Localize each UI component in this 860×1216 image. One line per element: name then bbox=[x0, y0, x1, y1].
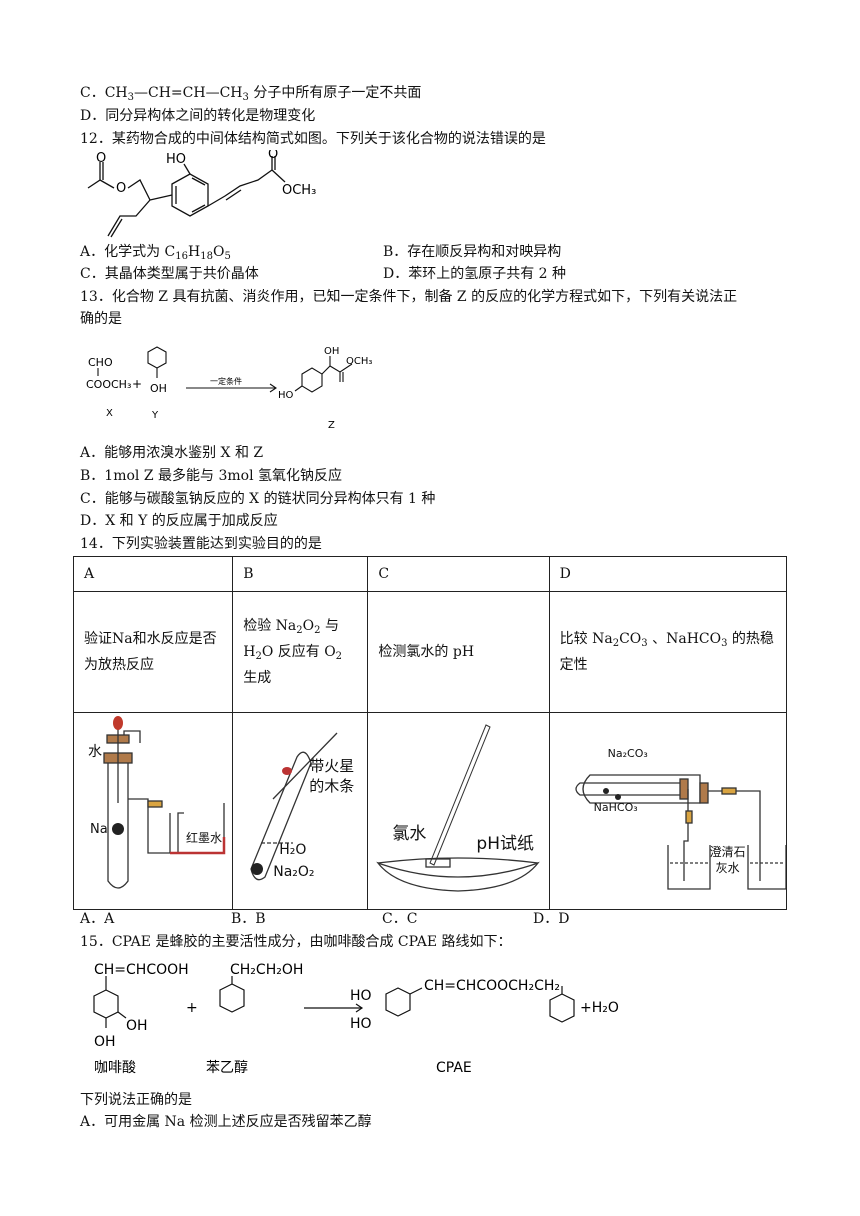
q13-arrow-label: 一定条件 bbox=[210, 376, 242, 386]
q14-apparatus-b bbox=[250, 732, 338, 881]
q14-a-water-label: 水 bbox=[88, 744, 102, 760]
q13-label-y: Y bbox=[151, 410, 159, 421]
q12-option-d: D．苯环上的氢原子共有 2 种 bbox=[383, 266, 567, 282]
q14-purpose-c: 检测氯水的 pH bbox=[367, 591, 550, 713]
q13-option-b: B．1mol Z 最多能与 3mol 氢氧化钠反应 bbox=[80, 468, 342, 484]
q15-plus: + bbox=[186, 1000, 198, 1016]
q14-b-h2o-label: H₂O bbox=[279, 842, 307, 858]
q13-y-oh: OH bbox=[150, 382, 167, 395]
q14-c-chlorine-water-label: 氯水 bbox=[392, 824, 427, 844]
q13-reaction: CHO COOCH₃ + OH 一定条件 OH OCH₃ HO X Y Z bbox=[86, 346, 372, 431]
q12-acetate-carbonyl-o: O bbox=[96, 151, 106, 166]
q14-b-splint-label-1: 带火星 bbox=[309, 757, 355, 775]
q13-stem-line1: 13．化合物 Z 具有抗菌、消炎作用，已知一定条件下，制备 Z 的反应的化学方程… bbox=[80, 289, 738, 305]
q14-figure-a: 水 Na 红墨水 bbox=[72, 712, 234, 910]
q14-header-a: A bbox=[72, 556, 234, 592]
q14-apparatus-d bbox=[575, 774, 786, 890]
q12-option-c: C．其晶体类型属于共价晶体 bbox=[80, 266, 259, 282]
q11-option-d: D．同分异构体之间的转化是物理变化 bbox=[80, 108, 316, 124]
q15-cpae-name: CPAE bbox=[436, 1060, 472, 1076]
q15-caffeic-oh1: OH bbox=[126, 1018, 148, 1034]
q14-figure-c: 氯水 pH试纸 bbox=[367, 712, 550, 910]
q14-d-limewater-label-2: 灰水 bbox=[715, 861, 740, 875]
q14-apparatus-a bbox=[103, 716, 226, 889]
q13-z-ho: HO bbox=[278, 390, 294, 401]
q14-purpose-d: 比较 Na2CO3 、NaHCO3 的热稳定性 bbox=[548, 591, 788, 713]
q14-header-c: C bbox=[367, 556, 550, 592]
q14-option-c: C．C bbox=[382, 911, 418, 927]
q15-phenylethanol-top: CH₂CH₂OH bbox=[230, 962, 303, 978]
q13-stem-line2: 确的是 bbox=[80, 311, 122, 327]
q15-water: +H₂O bbox=[580, 1000, 619, 1016]
q12-option-b: B．存在顺反异构和对映异构 bbox=[383, 244, 562, 260]
q14-d-nahco3-label: NaHCO₃ bbox=[593, 801, 638, 814]
q13-z-oh: OH bbox=[324, 346, 339, 357]
q14-apparatus-c bbox=[376, 724, 541, 892]
q14-purpose-a: 验证Na和水反应是否为放热反应 bbox=[72, 591, 234, 713]
q15-caffeic-name: 咖啡酸 bbox=[94, 1060, 136, 1076]
q13-option-a: A．能够用浓溴水鉴别 X 和 Z bbox=[80, 445, 264, 461]
q12-ester-carbonyl-o: O bbox=[268, 150, 278, 162]
q14-purpose-b: 检验 Na2O2 与 H2O 反应有 O2 生成 bbox=[232, 591, 369, 713]
q14-d-na2co3-label: Na₂CO₃ bbox=[607, 747, 648, 760]
q14-b-splint-label-2: 的木条 bbox=[309, 777, 355, 795]
q15-caffeic-oh2: OH bbox=[94, 1034, 116, 1050]
q11-option-c: C．CH3—CH=CH—CH3 分子中所有原子一定不共面 bbox=[80, 85, 422, 103]
q14-a-na-label: Na bbox=[90, 822, 108, 837]
q14-option-a: A．A bbox=[80, 911, 115, 927]
q15-followup: 下列说法正确的是 bbox=[80, 1092, 192, 1108]
q13-label-z: Z bbox=[328, 420, 335, 431]
q14-figure-b: 带火星 的木条 H₂O Na₂O₂ bbox=[232, 712, 369, 910]
q14-a-ink-label: 红墨水 bbox=[186, 831, 223, 845]
q14-option-b: B．B bbox=[231, 911, 266, 927]
q15-phenylethanol-name: 苯乙醇 bbox=[206, 1059, 248, 1076]
q12-structure: O O HO O OCH₃ bbox=[87, 150, 316, 238]
q14-header-d: D bbox=[548, 556, 788, 592]
q14-figure-d: Na₂CO₃ NaHCO₃ 澄清石 灰水 bbox=[548, 712, 788, 910]
q12-acetate-o: O bbox=[116, 181, 126, 196]
q15-reaction: CH=CHCOOH OH OH 咖啡酸 + CH₂CH₂OH 苯乙醇 HO HO… bbox=[93, 962, 619, 1076]
q15-cpae-ho2: HO bbox=[350, 1016, 372, 1032]
q13-option-c: C．能够与碳酸氢钠反应的 X 的链状同分异构体只有 1 种 bbox=[80, 491, 436, 507]
q13-plus: + bbox=[132, 377, 142, 391]
q13-x-cooch3: COOCH₃ bbox=[86, 378, 131, 391]
q13-option-d: D．X 和 Y 的反应属于加成反应 bbox=[80, 513, 278, 529]
q12-stem: 12．某药物合成的中间体结构简式如图。下列关于该化合物的说法错误的是 bbox=[80, 131, 546, 147]
q14-stem: 14．下列实验装置能达到实验目的的是 bbox=[80, 536, 322, 552]
q14-d-limewater-label-1: 澄清石 bbox=[709, 845, 746, 859]
q15-caffeic-top: CH=CHCOOH bbox=[94, 962, 189, 978]
q12-hydroxyl-label: HO bbox=[166, 152, 186, 167]
q15-cpae-ho1: HO bbox=[350, 988, 372, 1004]
q15-option-a: A．可用金属 Na 检测上述反应是否残留苯乙醇 bbox=[80, 1114, 372, 1130]
q14-option-d: D．D bbox=[533, 911, 570, 927]
q14-c-ph-paper-label: pH试纸 bbox=[476, 834, 534, 854]
q12-option-a: A．化学式为 C16H18O5 bbox=[80, 244, 231, 262]
q14-header-b: B bbox=[232, 556, 369, 592]
q13-label-x: X bbox=[106, 408, 113, 419]
q14-b-na2o2-label: Na₂O₂ bbox=[273, 864, 315, 880]
q15-stem: 15．CPAE 是蜂胶的主要活性成分，由咖啡酸合成 CPAE 路线如下： bbox=[80, 934, 512, 950]
q13-z-och3: OCH₃ bbox=[346, 356, 372, 367]
q14-apparatus-table: A B C D 验证Na和水反应是否为放热反应 检验 Na2O2 与 H2O 反… bbox=[72, 556, 788, 910]
q12-methoxy-label: OCH₃ bbox=[282, 183, 316, 198]
q13-x-cho: CHO bbox=[88, 356, 113, 369]
q15-cpae-chain: CH=CHCOOCH₂CH₂ bbox=[424, 978, 560, 994]
